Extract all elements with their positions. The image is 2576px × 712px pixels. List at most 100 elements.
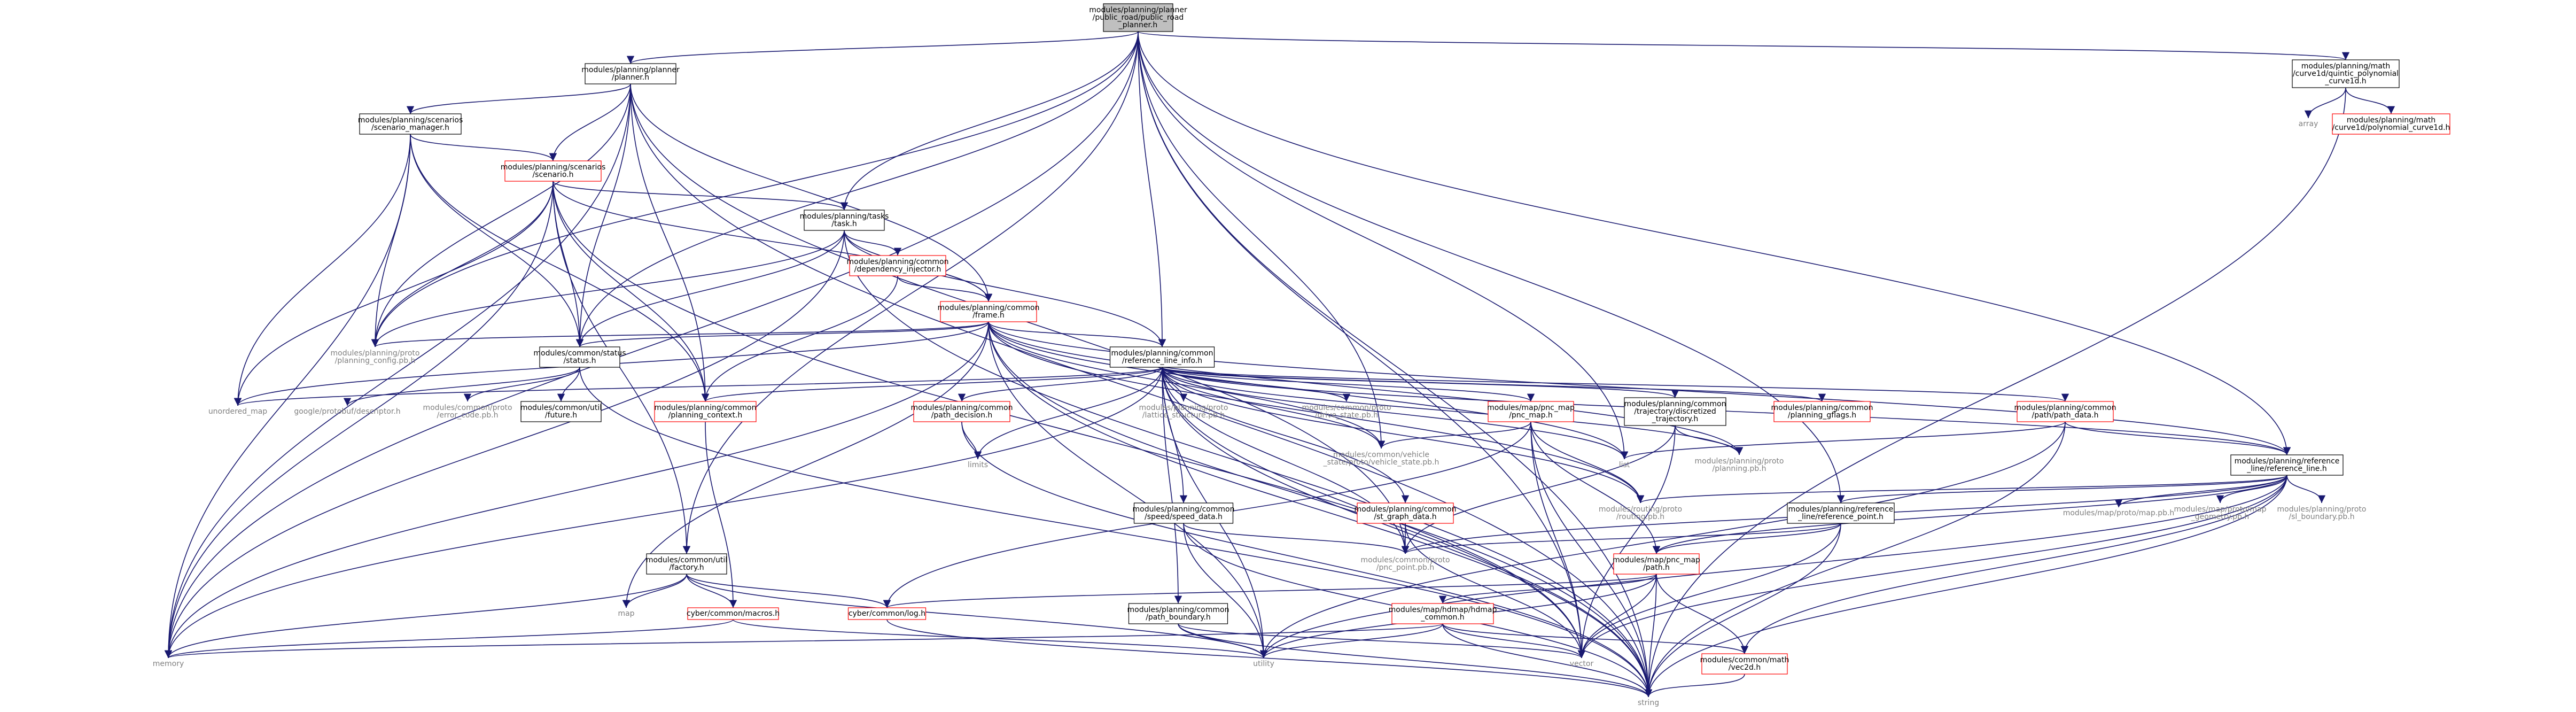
node-label-line: modules/planning/common [847, 258, 949, 266]
node-future[interactable]: modules/common/util/future.h [520, 401, 602, 422]
node-box [646, 553, 727, 575]
node-label-line: modules/planning/tasks [800, 212, 889, 221]
dependency-edge-path_boundary-to-string [1178, 623, 1652, 698]
node-label-line: modules/planning/common [1127, 606, 1229, 614]
dependency-edge-reference_point-to-string [1644, 523, 1841, 698]
dependency-edge-frame-to-planning_config [371, 321, 989, 347]
node-label-line: /path_boundary.h [1146, 613, 1211, 622]
node-label-line: /scenario_manager.h [371, 123, 449, 132]
dependency-edge-frame-to-memory [164, 321, 989, 659]
node-box [359, 113, 462, 135]
dependency-edge-reference_line-to-sl_boundary [2286, 475, 2326, 504]
dependency-edge-pnc_map-to-path_h [1530, 421, 1661, 554]
node-label-line: /planning_context.h [668, 411, 743, 420]
node-label-line: _curve1d.h [2324, 77, 2366, 86]
node-st-graph[interactable]: modules/planning/common/st_graph_data.h [1355, 502, 1457, 524]
dependency-edge-planner-to-planning_config [371, 83, 631, 347]
node-log[interactable]: cyber/common/log.h [847, 607, 927, 620]
node-box [2230, 454, 2344, 476]
dependency-edge-scenario_manager-to-planning_context [410, 134, 710, 402]
node-label-line: cyber/common/log.h [849, 609, 925, 618]
node-pnc-map[interactable]: modules/map/pnc_map/pnc_map.h [1487, 401, 1575, 422]
node-planning-context[interactable]: modules/planning/common/planning_context… [654, 401, 757, 422]
node-sl-boundary: modules/planning/proto/sl_boundary.pb.h [2277, 505, 2367, 521]
node-reference-line[interactable]: modules/planning/reference_line/referenc… [2230, 454, 2344, 476]
dependency-edge-task-to-planning_config [371, 230, 845, 347]
node-scenario[interactable]: modules/planning/scenarios/scenario.h [501, 160, 606, 182]
dependency-edge-planner-to-status [575, 83, 631, 347]
dependency-edge-reference_line-to-utility [1259, 475, 2287, 659]
node-box [1133, 502, 1234, 524]
node-path-h[interactable]: modules/map/pnc_map/path.h [1613, 553, 1700, 575]
node-factory[interactable]: modules/common/util/factory.h [646, 553, 727, 575]
dependency-edge-macros-to-utility [733, 619, 1267, 659]
node-box [585, 63, 676, 84]
dependency-edge-vec2d-to-string [1644, 674, 1745, 698]
node-label-line: string [1638, 699, 1659, 707]
node-label-line: cyber/common/macros.h [687, 609, 780, 618]
dependency-edge-scenario-to-task [552, 181, 848, 211]
node-vec2d[interactable]: modules/common/math/vec2d.h [1700, 653, 1789, 675]
node-label-line: /curve1d/polynomial_curve1d.h [2332, 123, 2450, 132]
node-lattice: modules/planning/proto/lattice_structure… [1139, 404, 1228, 420]
dependency-edge-root-to-quintic [1138, 31, 2349, 60]
node-dep-injector[interactable]: modules/planning/common/dependency_injec… [847, 255, 949, 276]
dependency-edge-path_h-to-vector [1577, 574, 1657, 659]
node-utility: utility [1253, 660, 1274, 668]
dependency-edge-reference_line-to-path_h [1653, 475, 2287, 554]
node-label-line: modules/map/pnc_map [1613, 556, 1700, 564]
node-path-decision[interactable]: modules/planning/common/path_decision.h [911, 401, 1013, 422]
node-box [2332, 113, 2450, 135]
node-label-line: /speed/speed_data.h [1145, 513, 1223, 521]
node-label-line: modules/common/proto [1360, 556, 1450, 564]
node-box [913, 401, 1010, 422]
node-root[interactable]: modules/planning/planner/public_road/pub… [1089, 3, 1187, 32]
node-scenario-manager[interactable]: modules/planning/scenarios/scenario_mana… [358, 113, 463, 135]
dependency-edge-root-to-vehicle_state [1138, 31, 1386, 449]
node-label-line: memory [153, 660, 184, 668]
dependency-edge-frame-to-vector [988, 321, 1586, 659]
node-task[interactable]: modules/planning/tasks/task.h [800, 210, 889, 231]
node-label-line: modules/planning/common [938, 304, 1040, 312]
node-box [687, 607, 779, 620]
node-gflags[interactable]: modules/planning/common/planning_gflags.… [1771, 401, 1873, 422]
node-quintic[interactable]: modules/planning/math/curve1d/quintic_po… [2292, 59, 2400, 88]
dependency-edge-path_h-to-string [1644, 574, 1657, 698]
node-path-boundary[interactable]: modules/planning/common/path_boundary.h [1127, 603, 1229, 624]
dependency-edge-path_data-to-utility [1259, 421, 2066, 659]
node-label-line: modules/planning/proto [331, 349, 420, 358]
dependency-edge-scenario-to-planning_config [371, 181, 554, 347]
node-frame[interactable]: modules/planning/common/frame.h [938, 301, 1040, 322]
dependency-edge-hdmap_common-to-utility [1259, 623, 1443, 659]
node-label-line: /planner.h [612, 73, 649, 82]
node-status[interactable]: modules/common/status/status.h [533, 346, 626, 368]
node-ref-line-info[interactable]: modules/planning/common/reference_line_i… [1109, 346, 1215, 368]
node-macros[interactable]: cyber/common/macros.h [687, 607, 780, 620]
node-map-geometry: modules/map/proto/map_geometry.pb.h [2174, 505, 2266, 521]
node-speed-data[interactable]: modules/planning/common/speed/speed_data… [1133, 502, 1235, 524]
node-label-line: /planning_config.pb.h [335, 357, 416, 365]
dependency-edge-status-to-error_code [463, 367, 580, 402]
node-label-line: _common.h [1420, 613, 1464, 622]
node-planner[interactable]: modules/planning/planner/planner.h [581, 63, 680, 84]
node-discretized[interactable]: modules/planning/common/trajectory/discr… [1624, 397, 1726, 426]
dependency-edge-pnc_map-to-vehicle_state [1377, 421, 1531, 449]
dependency-edge-macros-to-memory [165, 619, 734, 659]
node-label-line: modules/planning/math [2301, 62, 2391, 71]
dependency-edge-frame-to-list [988, 321, 1629, 460]
node-label-line: /pnc_point.pb.h [1376, 563, 1434, 572]
dependency-edge-path_data-to-list [1621, 421, 2066, 460]
dependency-edge-hdmap_common-to-vec2d [1442, 623, 1748, 654]
node-poly-curve[interactable]: modules/planning/math/curve1d/polynomial… [2332, 113, 2450, 135]
node-label-line: limits [968, 461, 988, 469]
dependency-edge-path_boundary-to-vector [1178, 623, 1585, 659]
node-label-line: modules/planning/scenarios [501, 163, 606, 172]
node-label-line: modules/map/proto/map.pb.h [2063, 509, 2175, 517]
node-path-data[interactable]: modules/planning/common/path/path_data.h [2014, 401, 2116, 422]
node-reference-point[interactable]: modules/planning/reference_line/referenc… [1787, 502, 1895, 524]
node-label-line: modules/planning/common [1355, 505, 1457, 514]
node-label-line: /lattice_structure.pb.h [1142, 411, 1225, 420]
node-hdmap-common[interactable]: modules/map/hdmap/hdmap_common.h [1389, 603, 1497, 624]
node-box [539, 346, 620, 368]
dependency-edge-ref_line_info-to-memory [164, 367, 1163, 659]
